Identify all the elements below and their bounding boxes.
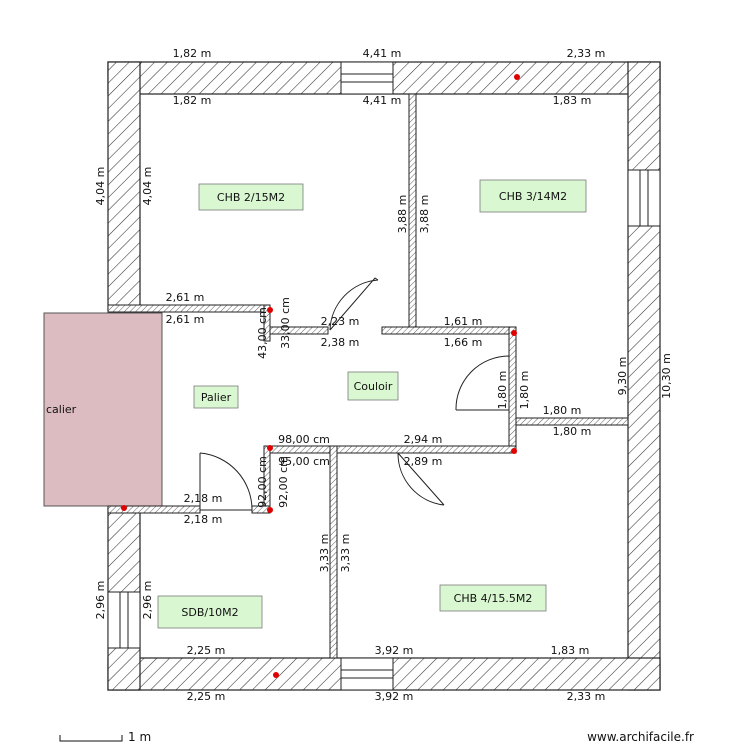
dim-bottom-int-left: 2,25 m bbox=[187, 644, 226, 657]
dim-chb4-wall-b: 3,33 m bbox=[339, 534, 352, 573]
room-label-palier: Palier bbox=[201, 391, 232, 404]
door-chb4 bbox=[397, 452, 445, 506]
scale-bar: 1 m bbox=[59, 730, 151, 744]
dim-chb3-bottom-a: 1,80 m bbox=[543, 404, 582, 417]
dim-sdb-top-b: 2,18 m bbox=[184, 513, 223, 526]
window-left bbox=[107, 591, 141, 649]
wall-couloir-top-right bbox=[381, 326, 517, 335]
dim-bottom-int-right: 1,83 m bbox=[551, 644, 590, 657]
door-sdb bbox=[199, 452, 253, 511]
staircase bbox=[43, 312, 163, 507]
watermark: www.archifacile.fr bbox=[587, 730, 694, 744]
wall-couloir-end bbox=[508, 326, 517, 453]
dim-stub-a: 43,00 cm bbox=[256, 307, 269, 359]
dim-palier-top-b: 2,61 m bbox=[166, 313, 205, 326]
dim-couloir-top-c: 1,61 m bbox=[444, 315, 483, 328]
dim-sdb-stub-b: 92,00 cm bbox=[277, 456, 290, 508]
dim-right-ext: 10,30 m bbox=[660, 353, 673, 399]
dim-couloir-bottom-b: 95,00 cm bbox=[278, 455, 330, 468]
doors bbox=[199, 277, 510, 511]
dim-chb2-chb3-b: 3,88 m bbox=[418, 195, 431, 234]
dim-bottom-ext-right: 2,33 m bbox=[567, 690, 606, 703]
dim-couloir-bottom-c: 2,94 m bbox=[404, 433, 443, 446]
dim-bottom-ext-mid: 3,92 m bbox=[375, 690, 414, 703]
window-top bbox=[340, 61, 394, 95]
dim-left-ext-lower: 2,96 m bbox=[94, 581, 107, 620]
dim-couloir-end-b: 1,80 m bbox=[518, 371, 531, 410]
windows bbox=[107, 61, 661, 691]
dim-top-int-left: 1,82 m bbox=[173, 94, 212, 107]
room-label-couloir: Couloir bbox=[354, 380, 393, 393]
dim-chb3-bottom-b: 1,80 m bbox=[553, 425, 592, 438]
scale-label: 1 m bbox=[128, 730, 151, 744]
room-label-escalier: calier bbox=[46, 403, 77, 416]
room-label-chb3: CHB 3/14M2 bbox=[499, 190, 567, 203]
interior-walls bbox=[107, 93, 629, 659]
dim-chb2-chb3-a: 3,88 m bbox=[396, 195, 409, 234]
exterior-walls bbox=[107, 61, 661, 691]
dim-sdb-stub-a: 92,00 cm bbox=[256, 456, 269, 508]
dim-top-int-right: 1,83 m bbox=[553, 94, 592, 107]
dim-left-int-lower: 2,96 m bbox=[141, 581, 154, 620]
dim-couloir-top-b: 2,38 m bbox=[321, 336, 360, 349]
dim-chb4-wall-a: 3,33 m bbox=[318, 534, 331, 573]
wall-sdb-chb4 bbox=[329, 445, 338, 659]
dim-left-int-upper: 4,04 m bbox=[141, 167, 154, 206]
dim-couloir-end-a: 1,80 m bbox=[496, 371, 509, 410]
dim-top-int-mid: 4,41 m bbox=[363, 94, 402, 107]
room-label-sdb: SDB/10M2 bbox=[181, 606, 238, 619]
dim-stub-b: 33,00 cm bbox=[279, 297, 292, 349]
dim-sdb-top-a: 2,18 m bbox=[184, 492, 223, 505]
dimension-labels: 1,82 m 4,41 m 2,33 m 1,82 m 4,41 m 1,83 … bbox=[94, 47, 673, 703]
room-label-chb4: CHB 4/15.5M2 bbox=[454, 592, 533, 605]
dim-top-ext-right: 2,33 m bbox=[567, 47, 606, 60]
dim-top-ext-mid: 4,41 m bbox=[363, 47, 402, 60]
wall-couloir-top-left bbox=[269, 326, 329, 335]
wall-couloir-bottom bbox=[269, 445, 517, 454]
dim-couloir-top-a: 2,23 m bbox=[321, 315, 360, 328]
door-chb3 bbox=[329, 277, 379, 331]
wall-nodes bbox=[121, 74, 520, 678]
wall-palier-top bbox=[107, 304, 271, 313]
dim-right-int: 9,30 m bbox=[616, 357, 629, 396]
dim-couloir-top-d: 1,66 m bbox=[444, 336, 483, 349]
dim-couloir-bottom-d: 2,89 m bbox=[404, 455, 443, 468]
window-right bbox=[627, 169, 661, 227]
right-wall bbox=[627, 61, 661, 691]
dim-bottom-ext-left: 2,25 m bbox=[187, 690, 226, 703]
dim-left-ext-upper: 4,04 m bbox=[94, 167, 107, 206]
dim-top-ext-left: 1,82 m bbox=[173, 47, 212, 60]
left-wall-upper bbox=[107, 61, 141, 311]
wall-stub-top bbox=[263, 304, 271, 342]
room-label-chb2: CHB 2/15M2 bbox=[217, 191, 285, 204]
wall-chb2-chb3 bbox=[408, 93, 417, 333]
wall-chb3-bottom bbox=[515, 417, 629, 426]
dim-palier-top-a: 2,61 m bbox=[166, 291, 205, 304]
dim-couloir-bottom-a: 98,00 cm bbox=[278, 433, 330, 446]
dim-bottom-int-mid: 3,92 m bbox=[375, 644, 414, 657]
door-chb3-side bbox=[455, 355, 510, 411]
room-labels: CHB 2/15M2 CHB 3/14M2 Palier Couloir SDB… bbox=[46, 179, 587, 629]
window-bottom bbox=[340, 657, 394, 691]
